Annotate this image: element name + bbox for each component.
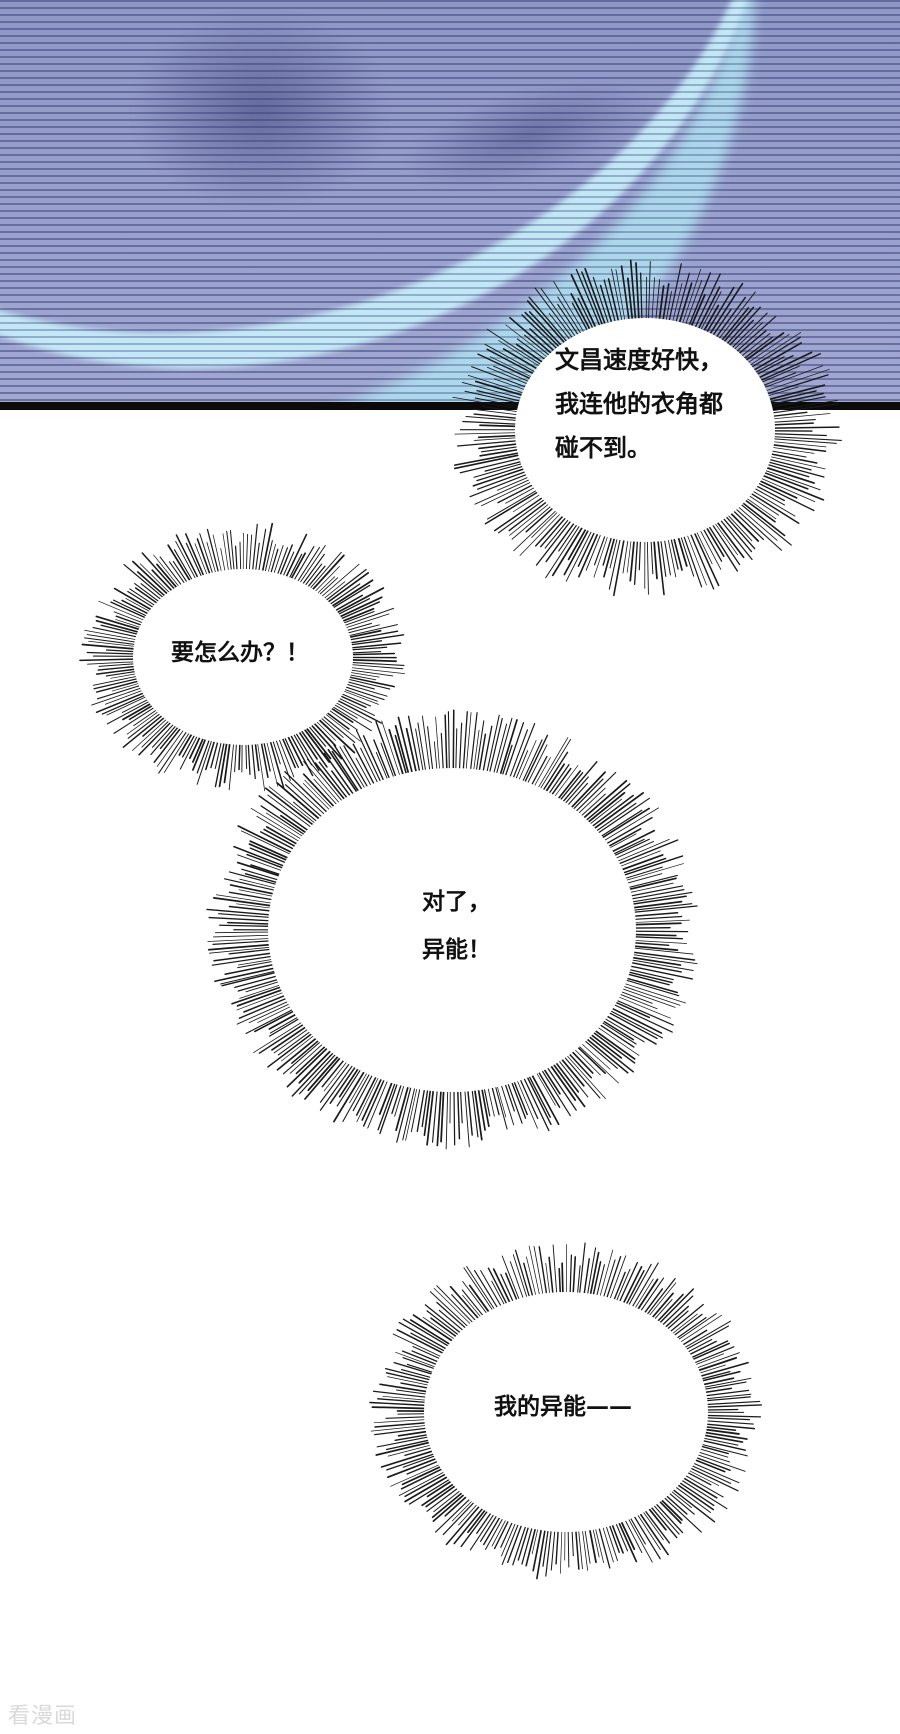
bubble-text: 我的异能—— [494, 1393, 632, 1420]
speech-bubble-3: 对了， 异能！ [200, 700, 698, 1150]
bubble-text: 文昌速度好快， 我连他的衣角都 碰不到。 [555, 345, 723, 462]
burst-bubble-shape [452, 259, 842, 597]
watermark-logo: 看漫画 [8, 1704, 78, 1729]
burst-bubble-shape [206, 709, 698, 1150]
top-panel-artwork [0, 0, 900, 403]
bubble-text: 要怎么办？！ [171, 639, 309, 666]
burst-bubble-shape [369, 1242, 763, 1580]
speech-bubble-4: 我的异能—— [369, 1230, 763, 1580]
panel-border [0, 402, 900, 410]
burst-bubble-shape [79, 522, 405, 792]
speech-bubble-2: 要怎么办？！ [79, 510, 405, 800]
motion-shadow [130, 10, 390, 210]
speech-bubble-1: 文昌速度好快， 我连他的衣角都 碰不到。 [452, 240, 842, 597]
bubble-text: 对了， 异能！ [422, 888, 491, 963]
scanlines [0, 0, 900, 403]
